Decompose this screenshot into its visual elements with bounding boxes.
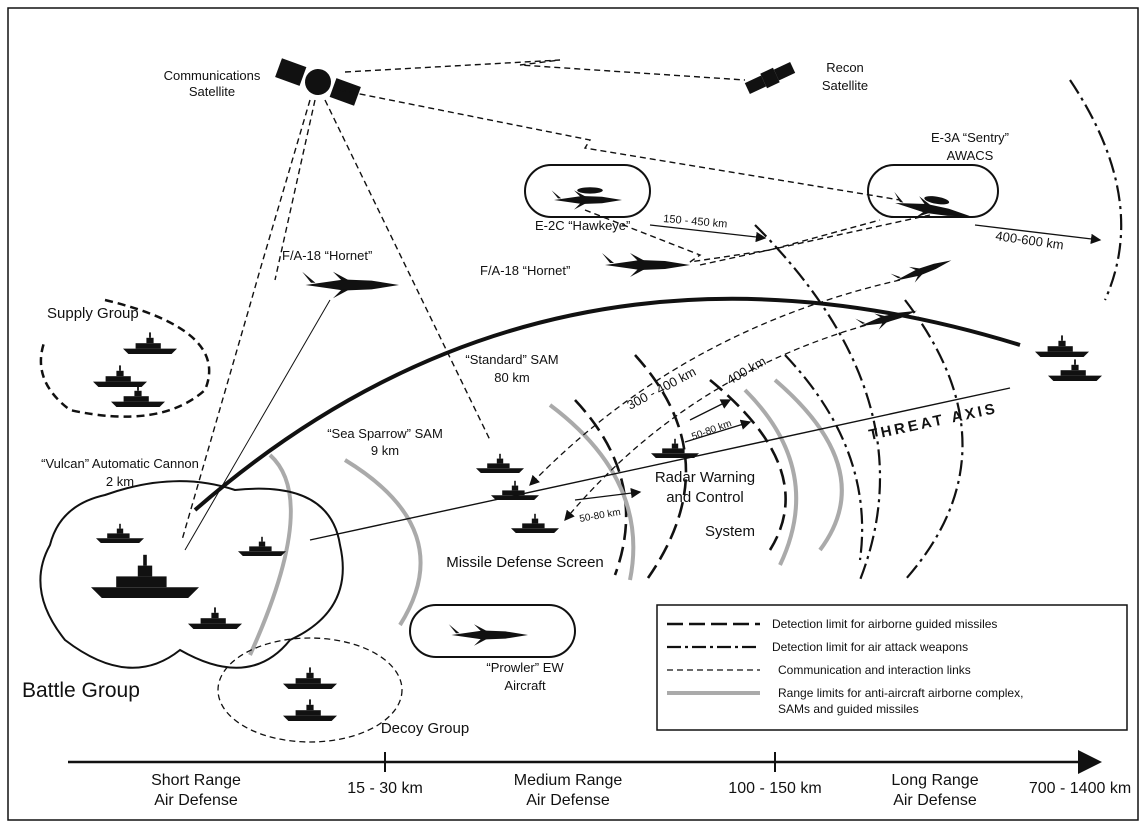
communication-links: [181, 59, 931, 541]
seasparrow-label-1: “Sea Sparrow” SAM: [327, 426, 443, 441]
battle-group-boundary: [39, 480, 344, 669]
attack-jet-1-icon: [890, 252, 955, 290]
axis-tick-15-30-label: 15 - 30 km: [347, 780, 423, 797]
seasparrow-label-2: 9 km: [371, 443, 399, 458]
axis-lrad-1: Long Range: [891, 772, 978, 789]
radar-label-2: and Control: [666, 489, 744, 506]
communications-satellite-icon: [275, 58, 361, 106]
attack-paths: [529, 279, 901, 521]
e3a-label-1: E-3A “Sentry”: [931, 130, 1009, 145]
legend-label-guided: Detection limit for airborne guided miss…: [772, 617, 997, 631]
axis-srad-2: Air Defense: [154, 792, 238, 809]
missile-screen-label: Missile Defense Screen: [446, 554, 604, 571]
decoy-group-label: Decoy Group: [381, 720, 469, 737]
axis-tick-100-150-label: 100 - 150 km: [728, 780, 821, 797]
recon-label-2: Satellite: [822, 78, 868, 93]
axis-mrad-2: Air Defense: [526, 792, 610, 809]
e2c-label: E-2C “Hawkeye”: [535, 218, 630, 233]
supply-group-boundary: [39, 298, 211, 418]
frame-border: [7, 7, 1139, 821]
decoy-ships: [283, 667, 337, 721]
standard-sam-label-2: 80 km: [494, 370, 529, 385]
radar-label-3: System: [705, 523, 755, 540]
hornet-control-line: [184, 299, 331, 551]
battle-group-label: Battle Group: [22, 679, 140, 702]
decoy-group-boundary: [217, 637, 403, 743]
recon-label-1: Recon: [826, 60, 864, 75]
detection-limit-air-attack: [754, 79, 1123, 581]
awacs-orbit: [867, 164, 999, 218]
vulcan-label-1: “Vulcan” Automatic Cannon: [41, 456, 199, 471]
range-limits: [248, 378, 844, 656]
threat-axis-label: THREAT AXIS: [867, 400, 999, 444]
prowler-icon: [448, 624, 528, 646]
legend-label-range-1: Range limits for anti-aircraft airborne …: [778, 686, 1023, 700]
range-50-80-b-label: 50-80 km: [579, 507, 622, 525]
prowler-orbit: [409, 604, 576, 658]
legend-box: [656, 604, 1128, 731]
hornet-mid-label: F/A-18 “Hornet”: [480, 263, 570, 278]
comm-sat-label-2: Satellite: [189, 84, 235, 99]
e3a-label-2: AWACS: [947, 148, 994, 163]
legend-label-links: Communication and interaction links: [778, 663, 971, 677]
prowler-label-2: Aircraft: [504, 678, 546, 693]
awacs-icon: [890, 191, 973, 227]
range-150-450-label: 150 - 450 km: [663, 213, 728, 231]
battle-group-ships: [91, 523, 286, 629]
vulcan-label-2: 2 km: [106, 474, 134, 489]
comm-sat-label-1: Communications: [164, 68, 261, 83]
range-arrows: [574, 224, 1102, 501]
hornet-left-label: F/A-18 “Hornet”: [282, 248, 372, 263]
threat-axis-line: [309, 387, 1011, 541]
detection-limit-guided-missiles: [574, 354, 787, 579]
legend-label-range-2: SAMs and guided missiles: [778, 702, 919, 716]
supply-group-label: Supply Group: [47, 305, 139, 322]
e2c-orbit: [524, 164, 651, 218]
range-50-80-a-label: 50-80 km: [690, 418, 733, 443]
axis-srad-1: Short Range: [151, 772, 241, 789]
supply-ships: [93, 332, 177, 407]
hornet-mid-icon: [602, 253, 690, 277]
e2c-hawkeye-icon: [551, 187, 622, 210]
radar-label-1: Radar Warning: [655, 469, 755, 486]
standard-sam-label-1: “Standard” SAM: [465, 352, 558, 367]
hornet-left-icon: [302, 271, 399, 299]
legend-label-attack: Detection limit for air attack weapons: [772, 640, 968, 654]
range-400-600-label: 400-600 km: [995, 228, 1065, 252]
prowler-label-1: “Prowler” EW: [486, 660, 564, 675]
range-400-label: 400 km: [724, 353, 768, 387]
defense-arc: [193, 296, 1021, 512]
axis-mrad-1: Medium Range: [514, 772, 623, 789]
axis-tick-700-1400-label: 700 - 1400 km: [1029, 780, 1131, 797]
range-axis-arrowhead: [1078, 750, 1102, 774]
screen-ships: [476, 335, 1102, 533]
recon-satellite-icon: [744, 61, 796, 95]
axis-lrad-2: Air Defense: [893, 792, 977, 809]
range-300-400-label: 300 - 400 km: [624, 364, 698, 413]
